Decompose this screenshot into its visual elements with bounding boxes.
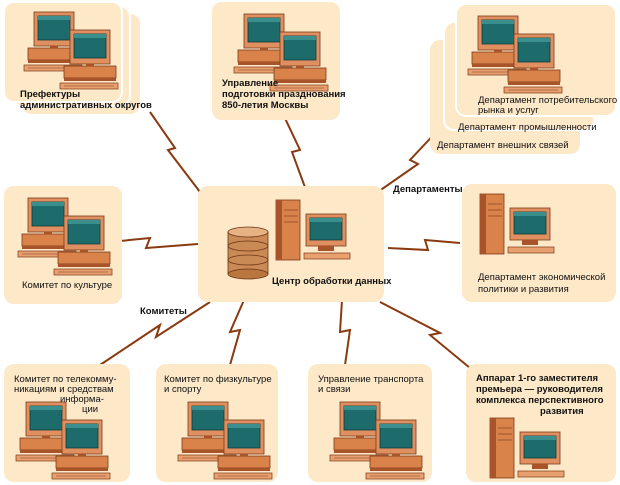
svg-text:развития: развития — [540, 406, 584, 417]
node-sport: Комитет по физкультуре и спорту — [156, 364, 278, 482]
svg-text:Комитеты: Комитеты — [140, 306, 187, 317]
node-label: Департамент экономической — [478, 272, 605, 283]
node-label: подготовки празднования — [222, 89, 346, 100]
node-label: Комитет по культуре — [22, 280, 112, 291]
svg-text:Комитет по физкультуре: Комитет по физкультуре — [164, 374, 272, 385]
link-departments — [371, 127, 441, 197]
node-label: Комитет по физкультуре — [164, 374, 272, 385]
node-label: ции — [82, 404, 98, 415]
node-departments-stack: Департамент потребительского рынка и усл… — [430, 3, 617, 154]
node-label: Префектуры — [20, 89, 80, 100]
node-label: комплекса перспективного — [476, 395, 604, 406]
svg-text:и спорту: и спорту — [164, 384, 202, 395]
node-label: политики и развития — [478, 284, 569, 295]
svg-text:Департамент промышленности: Департамент промышленности — [458, 122, 597, 133]
node-label: Аппарат 1-го заместителя — [476, 373, 598, 384]
group-label-committees: Комитеты — [140, 306, 187, 317]
link-sport — [228, 299, 245, 366]
node-label: административных округов — [20, 100, 152, 111]
svg-text:никациям и средствам: никациям и средствам — [14, 384, 114, 395]
node-label: развития — [540, 406, 584, 417]
node-label: Департамент внешних связей — [437, 140, 569, 151]
svg-text:рынка и услуг: рынка и услуг — [478, 105, 539, 116]
svg-text:премьера — руководителя: премьера — руководителя — [476, 384, 603, 395]
node-dept-economy: Департамент экономической политики и раз… — [462, 184, 616, 302]
group-label-departments: Департаменты — [393, 184, 463, 195]
node-label: премьера — руководителя — [476, 384, 603, 395]
node-label: никациям и средствам — [14, 384, 114, 395]
link-culture — [109, 236, 199, 250]
node-label: Департамент потребительского — [478, 95, 617, 106]
link-economy — [387, 238, 461, 252]
svg-text:Комитет по телекомму-: Комитет по телекомму- — [14, 374, 117, 385]
node-label: информа- — [60, 394, 104, 405]
node-center: Центр обработки данных — [198, 186, 392, 302]
svg-text:и связи: и связи — [318, 384, 350, 395]
svg-text:Департаменты: Департаменты — [393, 184, 463, 195]
node-label: Департамент промышленности — [458, 122, 597, 133]
link-telecom — [99, 301, 211, 366]
svg-text:Аппарат 1-го заместителя: Аппарат 1-го заместителя — [476, 373, 598, 384]
connections — [99, 111, 471, 369]
node-moscow850: Управление подготовки празднования 850-л… — [212, 2, 346, 120]
node-label: и связи — [318, 384, 350, 395]
link-vicemayor — [379, 301, 471, 369]
link-transport — [338, 299, 352, 366]
center-label: Центр обработки данных — [272, 276, 392, 287]
svg-text:комплекса перспективного: комплекса перспективного — [476, 395, 604, 406]
node-label: и спорту — [164, 384, 202, 395]
svg-text:Префектуры: Префектуры — [20, 89, 80, 100]
database-icon — [227, 226, 269, 280]
node-label: 850-летия Москвы — [222, 100, 308, 111]
node-transport: Управление транспорта и связи — [308, 364, 432, 482]
svg-text:политики и развития: политики и развития — [478, 284, 569, 295]
svg-text:Центр обработки данных: Центр обработки данных — [272, 276, 392, 287]
link-moscow850 — [282, 113, 307, 191]
svg-text:административных округов: административных округов — [20, 100, 152, 111]
link-prefectures — [149, 111, 201, 193]
svg-text:Управление: Управление — [222, 78, 278, 89]
svg-text:ции: ции — [82, 404, 98, 415]
node-telecom: Комитет по телекомму- никациям и средств… — [4, 364, 130, 482]
node-label: рынка и услуг — [478, 105, 539, 116]
svg-text:информа-: информа- — [60, 394, 104, 405]
svg-text:Управление транспорта: Управление транспорта — [318, 374, 424, 385]
node-prefectures: Префектуры административных округов — [3, 1, 152, 114]
node-label: Управление транспорта — [318, 374, 424, 385]
svg-text:Департамент внешних связей: Департамент внешних связей — [437, 140, 569, 151]
node-label: Комитет по телекомму- — [14, 374, 117, 385]
svg-text:Департамент экономической: Департамент экономической — [478, 272, 605, 283]
svg-text:подготовки празднования: подготовки празднования — [222, 89, 346, 100]
svg-text:850-летия Москвы: 850-летия Москвы — [222, 100, 308, 111]
node-culture: Комитет по культуре — [4, 186, 122, 304]
svg-text:Департамент потребительского: Департамент потребительского — [478, 95, 617, 106]
node-vicemayor: Аппарат 1-го заместителя премьера — руко… — [466, 364, 616, 482]
node-label: Управление — [222, 78, 278, 89]
svg-text:Комитет по культуре: Комитет по культуре — [22, 280, 112, 291]
